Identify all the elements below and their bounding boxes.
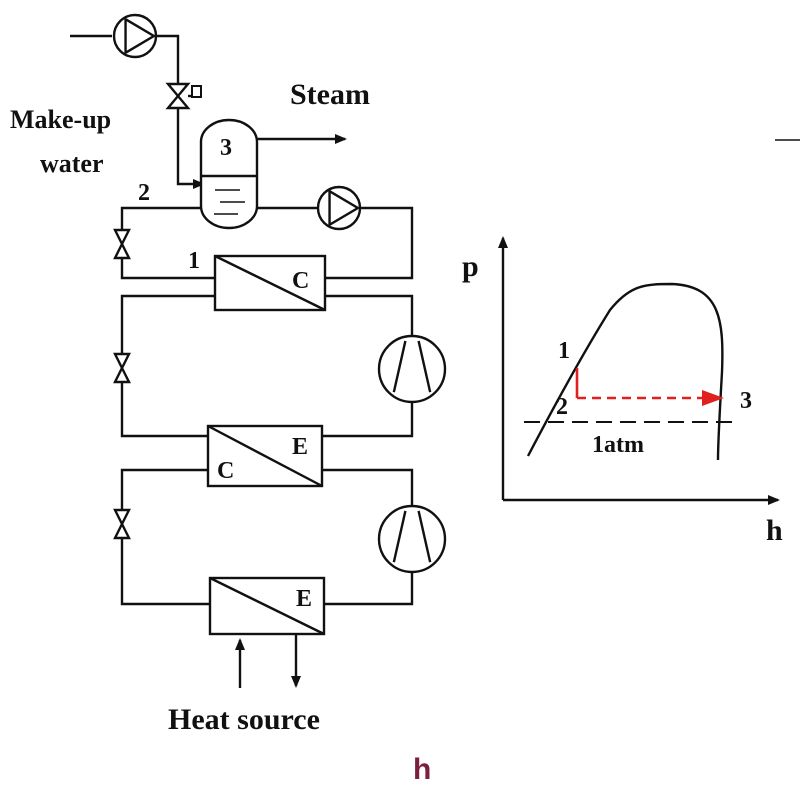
top-cycle-left-top	[120, 294, 215, 354]
ph-pressure-label: 1atm	[592, 432, 644, 458]
makeup-pipe-bottom	[176, 108, 205, 189]
flash-tank-number: 3	[220, 135, 232, 161]
bottom-compressor-icon-blade-right	[417, 510, 432, 563]
ph-y-axis-label: p	[462, 250, 479, 283]
evaporator-bottom-label: E	[296, 586, 312, 612]
makeup-pump-icon-triangle	[124, 17, 157, 55]
ph-point-1: 1	[558, 338, 570, 364]
makeup-pump-icon	[112, 13, 158, 59]
top-cycle-valve-icon	[113, 352, 131, 384]
top-cycle-right-bottom	[322, 402, 414, 438]
flash-tank	[199, 118, 259, 230]
bottom-cycle-valve-icon	[113, 508, 131, 540]
makeup-valve-icon	[165, 82, 191, 110]
figure-caption: h	[413, 753, 431, 786]
bottom-cycle-left-bottom	[120, 538, 210, 606]
makeup-water-label-line1: Make-up	[10, 105, 111, 134]
steam-label: Steam	[290, 78, 370, 111]
bottom-cycle-left-top	[120, 468, 208, 510]
top-condenser-exchanger-diagonal	[214, 254, 326, 312]
bottom-cycle-right-top	[322, 468, 414, 505]
makeup-pipe-top	[156, 34, 180, 84]
flash-tank-water-marks	[214, 189, 245, 215]
bottom-compressor-icon-blade-left	[392, 510, 407, 563]
makeup-water-label-line2: water	[40, 149, 104, 178]
top-compressor-icon	[377, 334, 447, 404]
water-loop-valve-icon	[113, 228, 131, 260]
cascade-condenser-label: C	[217, 458, 234, 484]
cascade-evaporator-label: E	[292, 434, 308, 460]
water-loop-left-bottom	[120, 258, 215, 280]
bottom-compressor-icon	[377, 504, 447, 574]
water-loop-right	[325, 206, 414, 280]
circulation-pump-icon-triangle	[328, 189, 361, 227]
bottom-cycle-right-bottom	[324, 572, 414, 606]
condenser-top-label: C	[292, 268, 309, 294]
top-compressor-icon-blade-right	[417, 340, 432, 393]
top-compressor-icon-blade-left	[392, 340, 407, 393]
heat-source-label: Heat source	[168, 703, 320, 736]
schematic-point-1: 1	[188, 248, 200, 274]
ph-point-2: 2	[556, 394, 568, 420]
makeup-valve-actuator	[191, 85, 202, 98]
top-cycle-right-top	[325, 294, 414, 336]
bottom-evaporator-exchanger-diagonal	[209, 576, 325, 636]
water-loop-left-top	[120, 206, 201, 230]
cascade-exchanger-diagonal	[207, 424, 323, 488]
circulation-pump-icon	[316, 185, 362, 231]
ph-x-axis-label: h	[766, 514, 783, 547]
ph-point-3: 3	[740, 388, 752, 414]
schematic-lines	[70, 13, 800, 688]
schematic-point-2: 2	[138, 180, 150, 206]
top-cycle-left-bottom	[120, 382, 208, 438]
